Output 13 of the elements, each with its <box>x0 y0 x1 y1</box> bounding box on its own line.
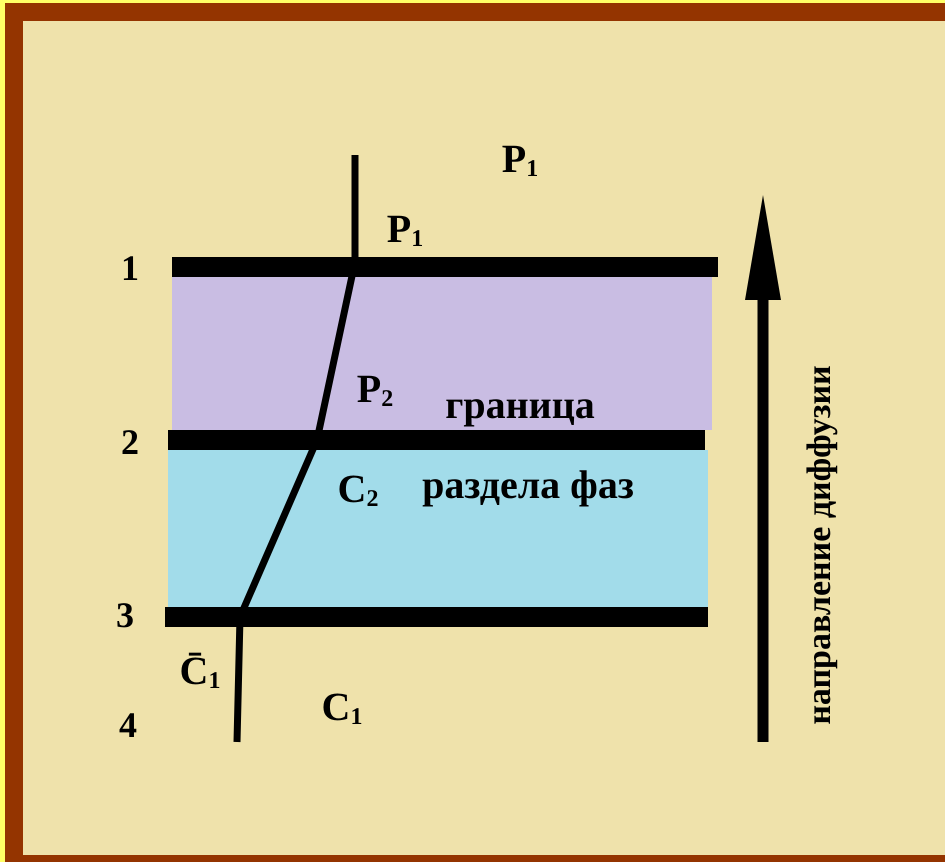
symbol-label: P$_{2}$ <box>356 369 394 411</box>
symbol-label: C$_{2}$ <box>338 469 378 511</box>
boundary-label: граница <box>445 385 595 425</box>
symbol-label: P$_{1}$ <box>502 139 538 181</box>
layer-number: 4 <box>119 707 137 743</box>
symbol-label: C̄$_{1}$ <box>180 651 220 693</box>
layer-number: 2 <box>121 424 139 460</box>
symbol-label: P$_{1}$ <box>386 209 424 251</box>
layer-number: 3 <box>116 597 134 633</box>
direction-label: направление диффузии <box>802 364 838 727</box>
symbol-label: C$_{1}$ <box>322 687 362 729</box>
layer-number: 1 <box>121 250 139 286</box>
boundary-label: раздела фаз <box>422 465 634 505</box>
